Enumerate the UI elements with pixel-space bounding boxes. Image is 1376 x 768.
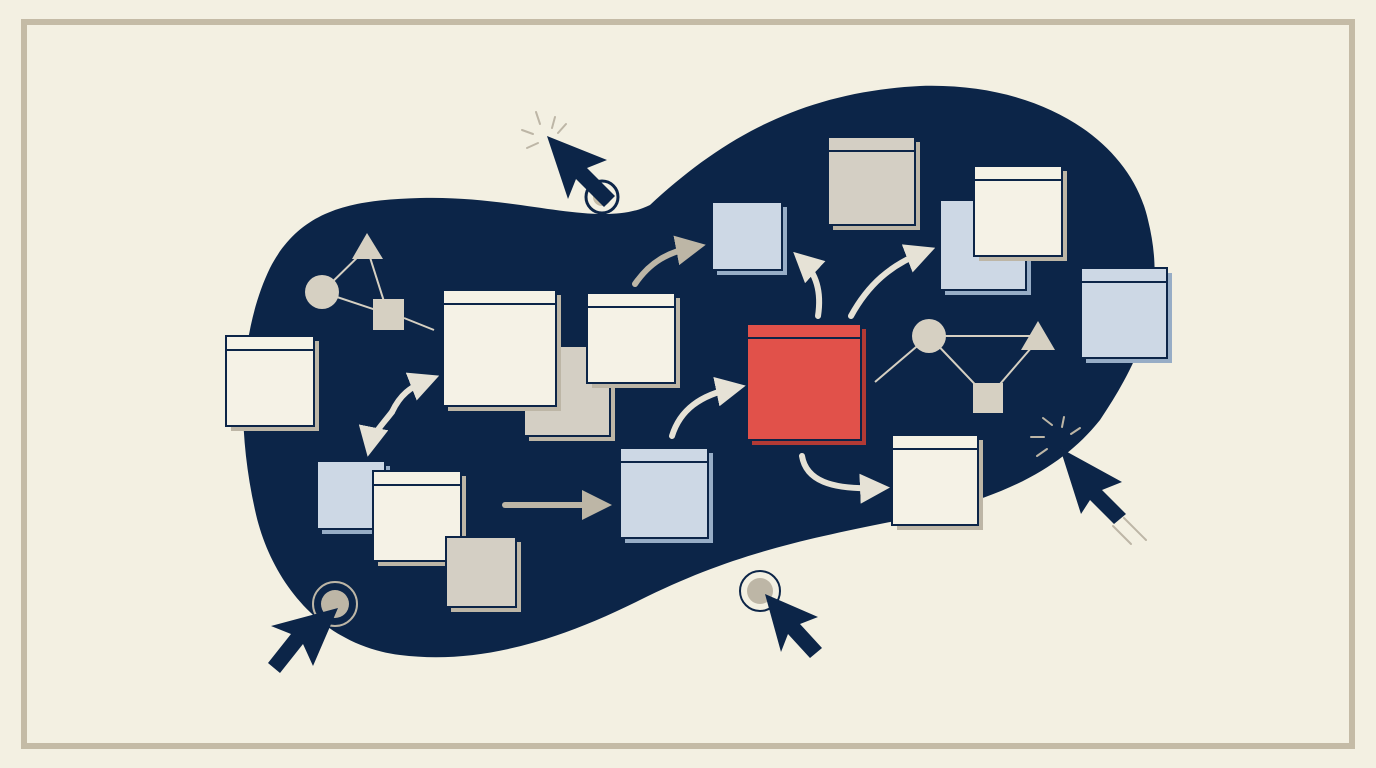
cursor-right [1030, 416, 1147, 545]
sticky-note [827, 136, 920, 230]
circle-shape-icon [912, 319, 946, 353]
pointer-arrow-icon [547, 136, 615, 207]
triangle-shape-icon [352, 233, 383, 259]
diagram-shapes-right [874, 319, 1055, 413]
sticky-note [445, 536, 521, 612]
sticky-note [746, 323, 866, 445]
connector-arrow [848, 244, 936, 319]
connector-arrow [793, 251, 826, 319]
illustration-frame [21, 19, 1355, 749]
circle-shape-icon [305, 275, 339, 309]
cursor-top [521, 111, 620, 215]
spark-lines [521, 111, 567, 149]
cursor-bottom-center [739, 570, 822, 658]
connectors [358, 235, 936, 520]
connector-arrow [389, 372, 440, 415]
connector-arrow [632, 235, 706, 287]
sticky-note [891, 434, 983, 530]
square-shape-icon [973, 383, 1003, 413]
cursor-bottom-left [268, 581, 358, 673]
diagram-shapes-left [305, 233, 435, 331]
sticky-note [711, 201, 787, 275]
square-shape-icon [373, 299, 404, 330]
sticky-note [973, 165, 1067, 261]
sticky-note [225, 335, 319, 431]
sticky-note [586, 292, 680, 388]
pointer-arrow-icon [765, 594, 822, 658]
connector-arrow [358, 409, 395, 457]
triangle-shape-icon [1021, 321, 1055, 350]
sticky-note [1080, 267, 1172, 363]
sticky-note [619, 447, 713, 543]
connector-arrow [799, 453, 890, 504]
canvas-blob [243, 85, 1155, 658]
pointer-arrow-icon [268, 608, 338, 673]
sticky-notes [225, 136, 1172, 612]
sticky-note [442, 289, 561, 411]
pointer-arrow-icon [1060, 448, 1126, 524]
connector-arrow [669, 376, 746, 439]
spark-lines [1030, 416, 1147, 545]
